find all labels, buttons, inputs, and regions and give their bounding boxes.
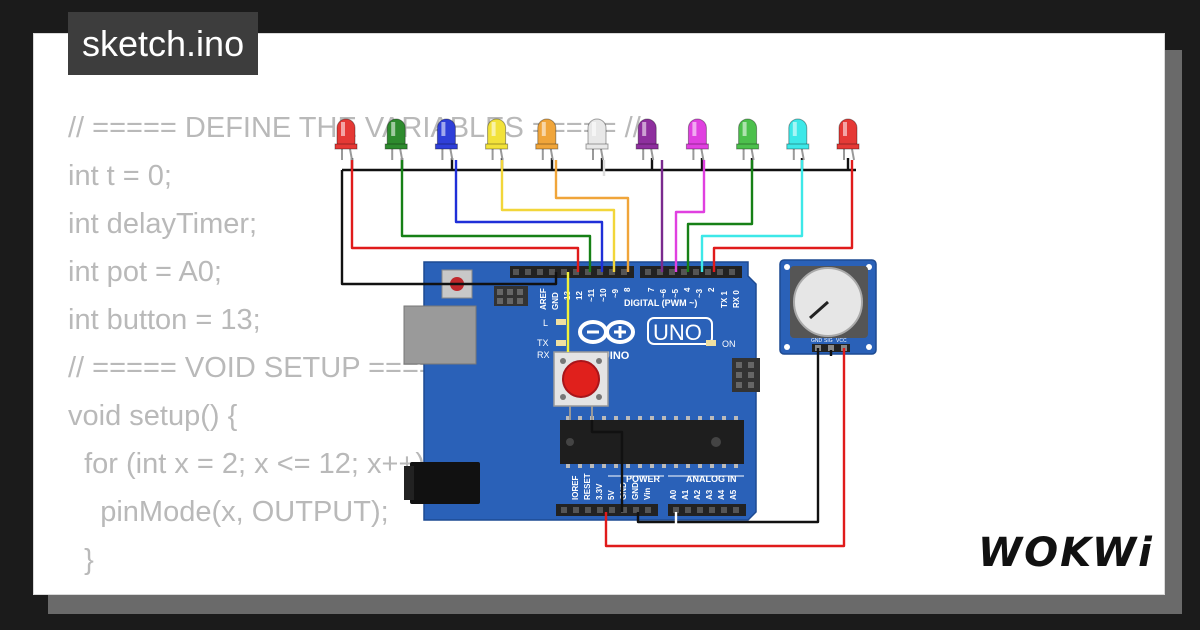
power-pin-label: GND xyxy=(619,482,628,500)
power-pin-label: RESET xyxy=(583,473,592,500)
code-line: int button = 13; xyxy=(68,304,261,336)
wire-led-5 xyxy=(554,160,630,272)
analog-pin-label: A0 xyxy=(669,489,678,500)
led-11[interactable] xyxy=(836,118,860,161)
power-pin-label: 3.3V xyxy=(595,483,604,500)
power-label: POWER xyxy=(626,474,661,484)
pin-label: AREF xyxy=(539,288,548,310)
wire-led-11 xyxy=(712,160,854,272)
wires xyxy=(340,158,856,548)
digital-label: DIGITAL (PWM ~) xyxy=(624,298,697,308)
code-line: int pot = A0; xyxy=(68,256,222,288)
pin-label: 7 xyxy=(647,287,656,292)
on-led xyxy=(706,340,716,346)
digital-header-right xyxy=(640,266,742,278)
pin-label: ~5 xyxy=(671,288,680,298)
wire-led-1 xyxy=(350,160,580,272)
ground-wire xyxy=(340,170,558,286)
pin-label: ~10 xyxy=(599,288,608,302)
pin-label: 4 xyxy=(683,287,692,292)
wire-led-8 xyxy=(674,160,706,272)
code-line: } xyxy=(68,544,94,576)
wire-led-10 xyxy=(700,160,804,272)
pot-pin-label: VCC xyxy=(836,338,847,344)
pin-label: ~11 xyxy=(587,288,596,302)
wire-pot-gnd xyxy=(636,348,820,524)
rx-label: RX xyxy=(537,350,550,360)
led-4[interactable] xyxy=(485,118,509,161)
wire-pot-vcc xyxy=(604,348,846,548)
analog-pin-label: A1 xyxy=(681,489,690,500)
pin-label: GND xyxy=(551,292,560,310)
on-label: ON xyxy=(722,339,736,349)
analog-label: ANALOG IN xyxy=(686,474,737,484)
pin-label: 2 xyxy=(707,287,716,292)
led-7[interactable] xyxy=(635,118,659,161)
l-led-label: L xyxy=(543,318,548,328)
led-9[interactable] xyxy=(736,118,760,161)
pin-label: RX 0 xyxy=(732,290,741,308)
power-pin-label: GND xyxy=(631,482,640,500)
push-button[interactable] xyxy=(553,351,609,420)
tx-label: TX xyxy=(537,338,549,348)
power-pin-label: Vin xyxy=(643,488,652,500)
analog-pin-label: A2 xyxy=(693,489,702,500)
wire-button-gnd xyxy=(590,420,624,512)
power-pin-label: 5V xyxy=(607,490,616,500)
potentiometer[interactable]: GND SIG VCC xyxy=(779,259,877,355)
file-tab[interactable]: sketch.ino xyxy=(68,12,259,75)
wire-led-3 xyxy=(454,160,604,272)
wire-led-2 xyxy=(400,160,592,272)
pin-label: 12 xyxy=(575,291,584,300)
pot-pin-label: GND xyxy=(811,338,823,344)
pin-label: TX 1 xyxy=(720,291,729,308)
code-line: pinMode(x, OUTPUT); xyxy=(68,496,389,528)
power-pin-label: IOREF xyxy=(571,475,580,500)
pin-label: 8 xyxy=(623,287,632,292)
pin-label: ~6 xyxy=(659,288,668,298)
pot-pin-label: SIG xyxy=(824,338,833,344)
led-1[interactable] xyxy=(334,118,358,161)
l-led xyxy=(556,319,566,325)
analog-pin-label: A3 xyxy=(705,489,714,500)
led-2[interactable] xyxy=(384,118,408,161)
usb-port xyxy=(403,305,477,365)
analog-pin-label: A4 xyxy=(717,489,726,500)
power-header xyxy=(556,504,658,516)
board-model: UNO xyxy=(653,320,702,345)
arduino-uno-board[interactable]: AREF GND 13 12 ~11 ~10 ~9 8 7 ~6 ~5 4 ~3… xyxy=(403,261,760,521)
wire-led-9 xyxy=(686,160,754,272)
led-6[interactable] xyxy=(585,118,609,161)
code-line: int delayTimer; xyxy=(68,208,258,240)
wire-led-4 xyxy=(500,160,616,272)
code-line: void setup() { xyxy=(68,400,238,432)
code-line: int t = 0; xyxy=(68,160,172,192)
led-10[interactable] xyxy=(786,118,810,161)
power-jack xyxy=(410,462,480,504)
led-5[interactable] xyxy=(535,118,559,161)
pin-label: ~3 xyxy=(695,288,704,298)
pin-label: ~9 xyxy=(611,288,620,298)
button-cap[interactable] xyxy=(562,360,600,398)
wokwi-logo-text: WOKWi xyxy=(978,530,1154,576)
arduino-logo-icon xyxy=(578,320,635,344)
led-row xyxy=(334,118,860,161)
led-8[interactable] xyxy=(685,118,709,161)
analog-pin-label: A5 xyxy=(729,489,738,500)
led-3[interactable] xyxy=(434,118,458,161)
wokwi-logo: WOKWi xyxy=(978,530,1154,576)
